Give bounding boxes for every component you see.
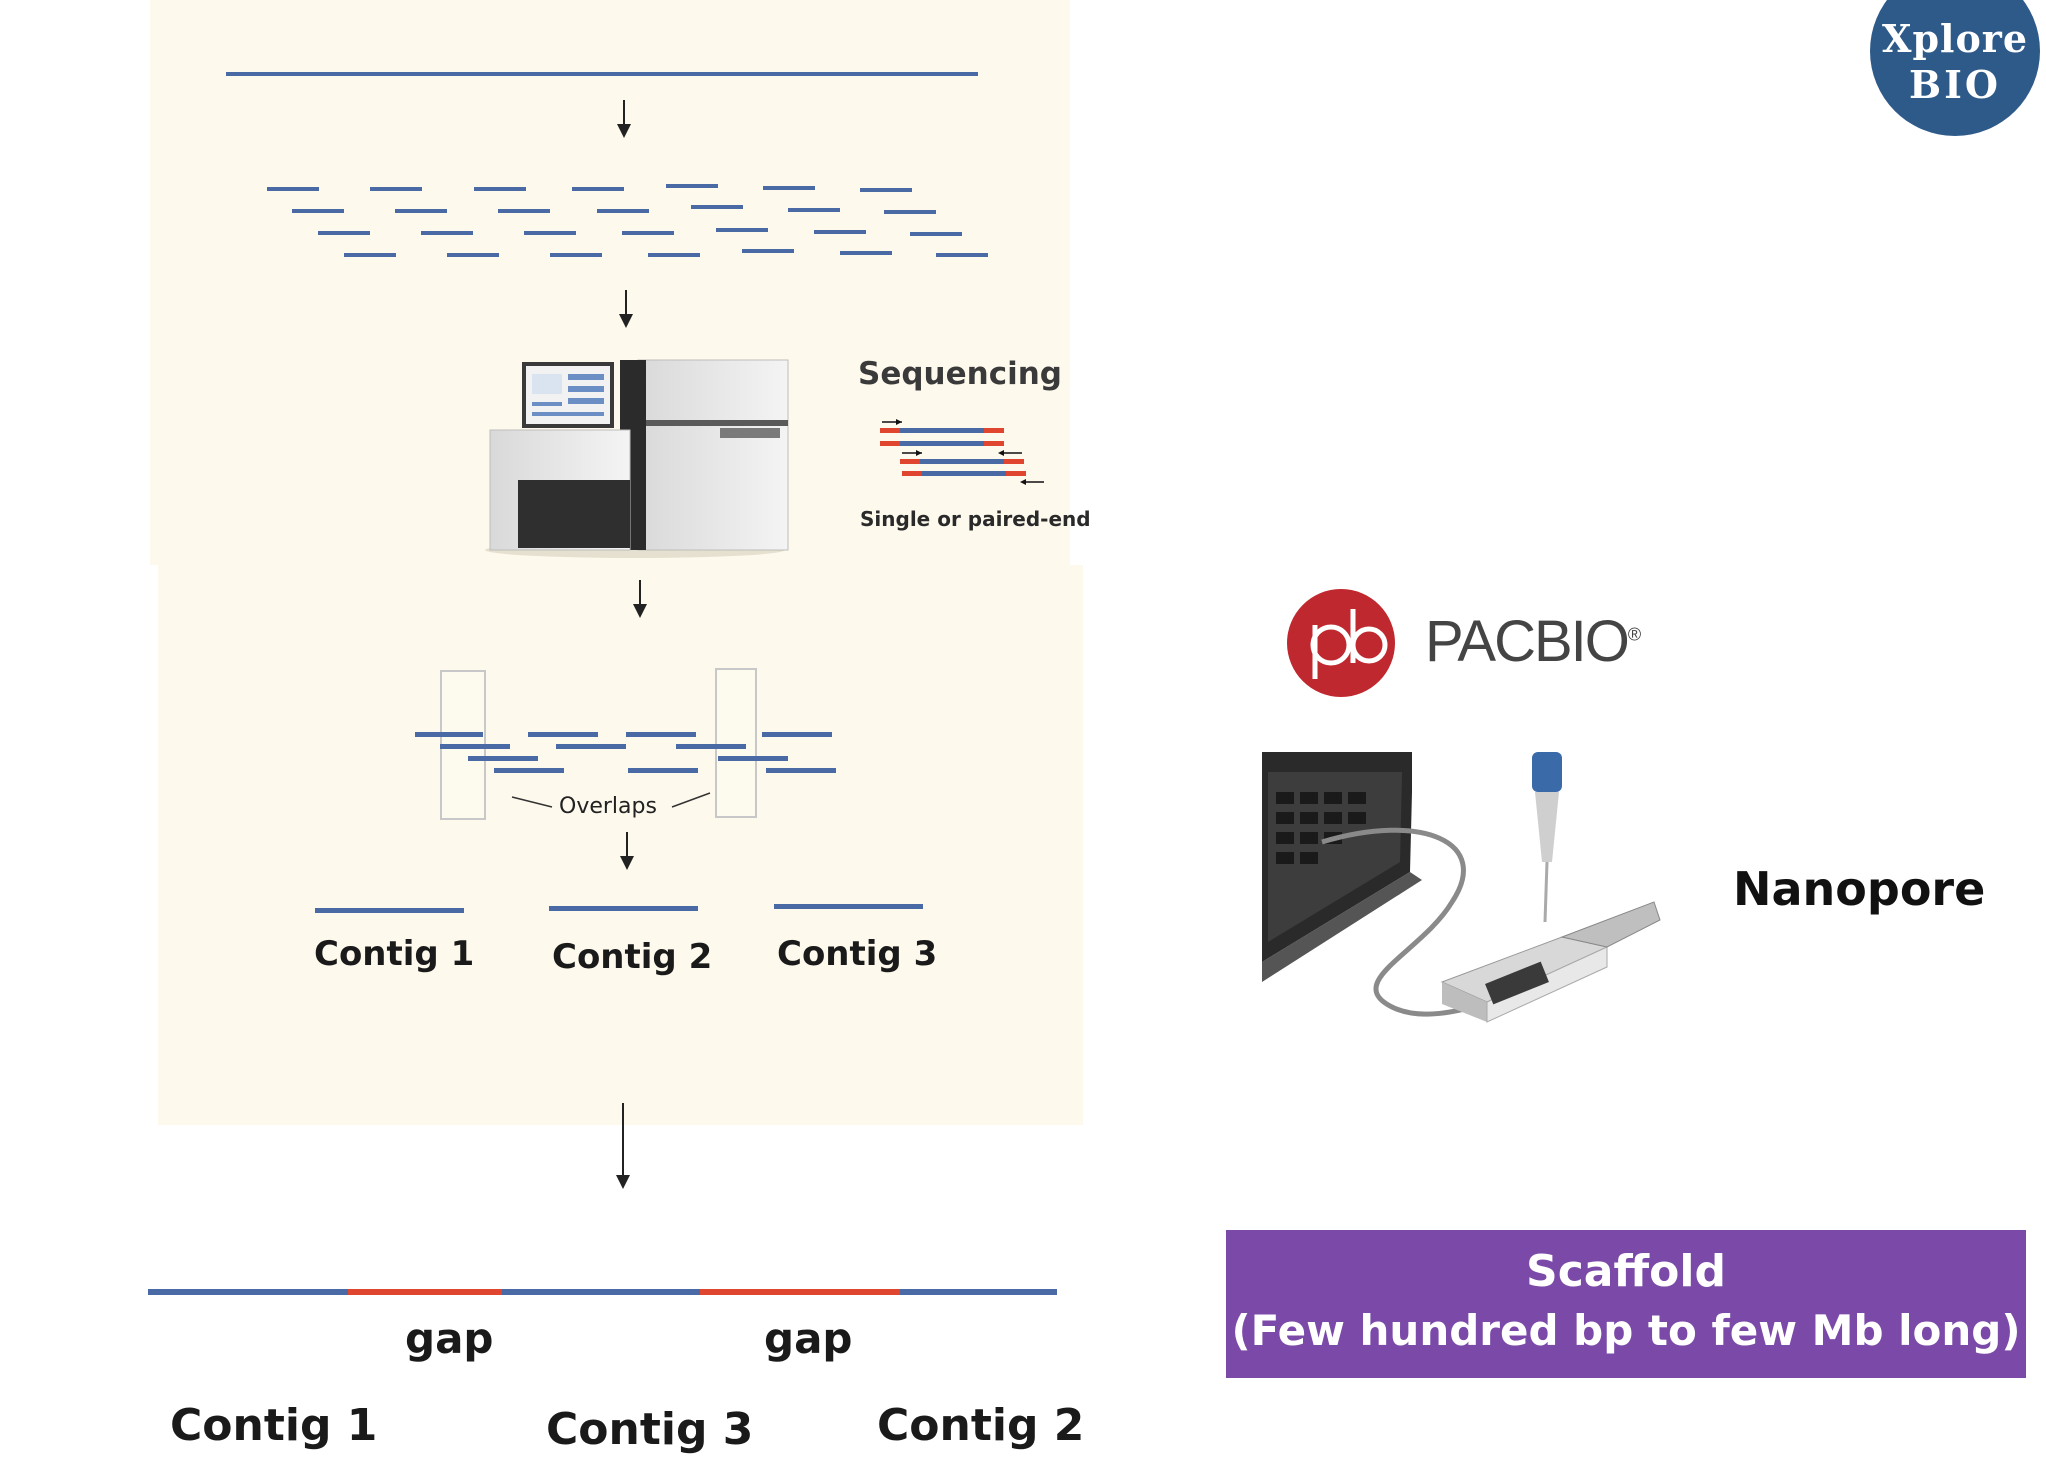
- pacbio-logo-text: PACBIO®: [1425, 608, 1641, 675]
- scaffold-contig-2: [900, 1289, 1057, 1295]
- scaffold-contig-3-label: Contig 3: [546, 1404, 754, 1455]
- scaffold-contig-2-label: Contig 2: [877, 1400, 1085, 1451]
- down-arrow-2: [619, 290, 633, 328]
- sequencing-subtitle: Single or paired-end: [860, 507, 1091, 531]
- contig-3-bar: [774, 904, 923, 909]
- scaffold-contig-1-label: Contig 1: [170, 1400, 378, 1451]
- down-arrow-4: [620, 832, 634, 870]
- down-arrow-3: [633, 580, 647, 618]
- down-arrow-1: [617, 100, 631, 138]
- scaffold-title: Scaffold: [1526, 1246, 1726, 1297]
- scaffold-gap-1: [348, 1289, 502, 1295]
- contig-1-bar: [315, 908, 464, 913]
- gap-label-2: gap: [764, 1314, 853, 1363]
- contig-3-label: Contig 3: [777, 934, 938, 974]
- contig-2-label: Contig 2: [552, 937, 713, 977]
- sequencing-title: Sequencing: [858, 356, 1062, 392]
- contig-1-label: Contig 1: [314, 934, 475, 974]
- genome-line: [226, 72, 978, 76]
- scaffold-length-range: (Few hundred bp to few Mb long): [1231, 1306, 2021, 1355]
- xplorebio-logo: Xplore BIO: [1870, 0, 2040, 136]
- paired-end-reads-icon: [880, 419, 1044, 485]
- overlap-box-right: [715, 668, 757, 818]
- scaffold-contig-1: [148, 1289, 348, 1295]
- overlap-pointer-lines: [511, 792, 711, 808]
- overlaps-label: Overlaps: [559, 794, 657, 819]
- down-arrow-5: [616, 1103, 630, 1189]
- pacbio-logo-icon: [1287, 589, 1395, 697]
- nanopore-label: Nanopore: [1733, 862, 1986, 916]
- contig-2-bar: [549, 906, 698, 911]
- scaffold-gap-2: [700, 1289, 900, 1295]
- scaffold-contig-3: [502, 1289, 700, 1295]
- gap-label-1: gap: [405, 1314, 494, 1363]
- pacbio-text: PACBIO: [1425, 609, 1630, 674]
- logo-line-1: Xplore: [1881, 16, 2029, 61]
- sequencer-machine-image: [485, 359, 789, 558]
- nanopore-device-image: [1262, 752, 1712, 1062]
- lower-panel: [158, 565, 1083, 1125]
- registered-mark: ®: [1627, 624, 1641, 645]
- scaffold-box: Scaffold (Few hundred bp to few Mb long): [1226, 1230, 2026, 1378]
- logo-line-2: BIO: [1909, 62, 2001, 107]
